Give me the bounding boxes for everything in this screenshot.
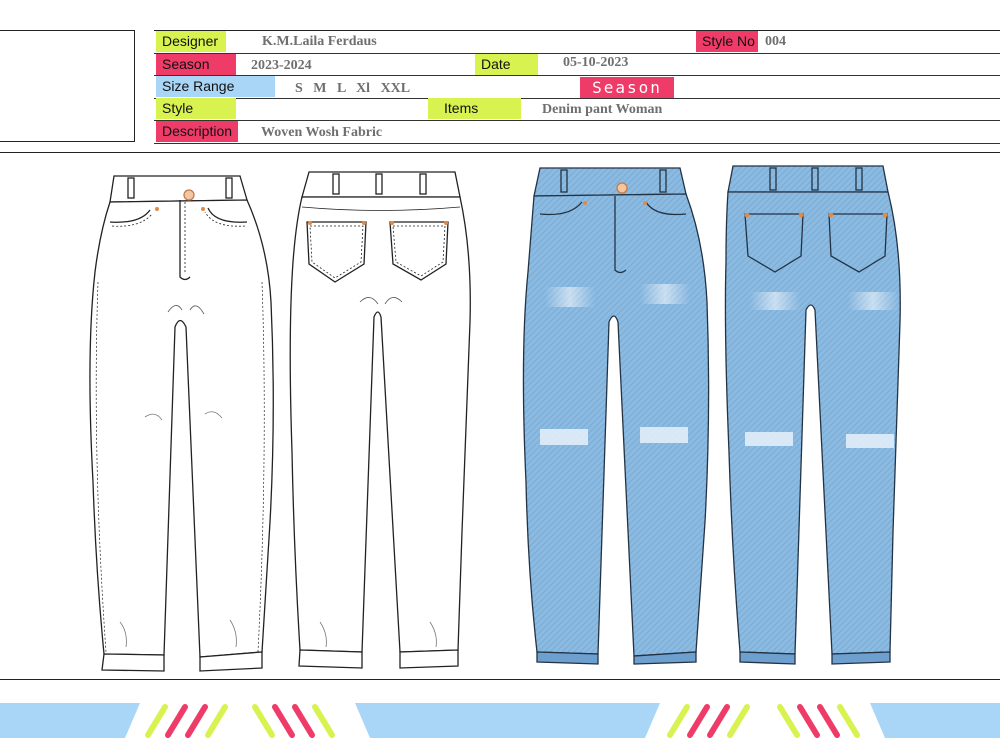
date-label: Date — [475, 54, 538, 75]
size-range-value: S M L Xl XXL — [295, 81, 411, 96]
items-value: Denim pant Woman — [542, 102, 663, 117]
description-value: Woven Wosh Fabric — [261, 125, 383, 140]
table-row-divider — [154, 75, 1000, 76]
denim-jeans-back — [724, 165, 901, 665]
table-row-divider — [154, 120, 1000, 121]
drawing-top-border — [0, 152, 1000, 153]
season-badge: Season — [580, 77, 674, 98]
table-top-border — [154, 30, 1000, 31]
season-value: 2023-2024 — [251, 58, 312, 73]
date-value: 05-10-2023 — [563, 55, 629, 70]
style-no-label: Style No — [696, 31, 758, 52]
logo-box — [0, 30, 135, 142]
drawing-bottom-border — [0, 679, 1000, 680]
size-range-label: Size Range — [156, 76, 275, 97]
garment-drawings — [89, 165, 901, 672]
style-no-value: 004 — [765, 34, 786, 49]
items-label: Items — [428, 98, 521, 119]
style-label: Style — [156, 98, 236, 119]
denim-jeans-front — [522, 167, 710, 665]
table-row-divider — [154, 98, 1000, 99]
table-row-divider — [154, 53, 1000, 54]
decorative-footer — [0, 703, 1000, 738]
designer-label: Designer — [156, 31, 226, 52]
season-label: Season — [156, 54, 236, 75]
white-jeans-front — [89, 175, 274, 672]
table-bottom-border — [154, 143, 1000, 144]
white-jeans-back — [289, 171, 471, 669]
designer-value: K.M.Laila Ferdaus — [262, 34, 377, 49]
description-label: Description — [156, 121, 238, 142]
